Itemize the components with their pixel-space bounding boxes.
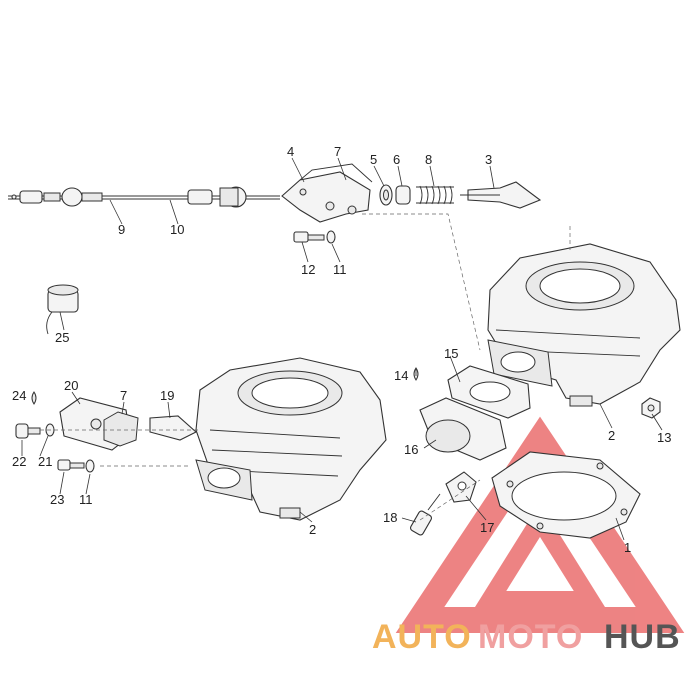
nut-13 — [641, 397, 661, 419]
valve-actuator-25 — [46, 284, 79, 335]
callout-labels: 1 2 2 3 4 5 6 7 7 8 9 10 11 11 12 13 14 … — [12, 144, 671, 555]
bolt-18 — [409, 493, 441, 536]
bracket-17 — [445, 471, 477, 503]
callout-11-top: 11 — [333, 262, 347, 277]
gasket-15 — [447, 365, 531, 419]
callout-18: 18 — [383, 510, 397, 525]
screw-22 — [15, 423, 41, 439]
callout-8: 8 — [425, 152, 432, 167]
callout-2-right: 2 — [608, 428, 615, 443]
watermark-moto: MOTO — [478, 618, 583, 656]
callout-19: 19 — [160, 388, 174, 403]
bolt-12 — [293, 230, 336, 244]
callout-1: 1 — [624, 540, 631, 555]
cylinder-right — [487, 243, 681, 407]
callout-3: 3 — [485, 152, 492, 167]
drop-24 — [31, 391, 37, 405]
callout-22: 22 — [12, 454, 26, 469]
callout-21: 21 — [38, 454, 52, 469]
exhaust-valve-housing — [281, 163, 373, 223]
callout-4: 4 — [287, 144, 294, 159]
callout-7-left: 7 — [120, 388, 127, 403]
callout-9: 9 — [118, 222, 125, 237]
callout-6: 6 — [393, 152, 400, 167]
gasket-7-left — [103, 411, 139, 447]
callout-13: 13 — [657, 430, 671, 445]
screw-23 — [57, 459, 85, 471]
watermark-hub: HUB — [604, 618, 681, 656]
valve-spring-assembly — [379, 181, 542, 209]
callout-15: 15 — [444, 346, 458, 361]
callout-11-bottom: 11 — [79, 492, 93, 507]
plate-19 — [149, 415, 197, 441]
callout-23: 23 — [50, 492, 64, 507]
throttle-cable — [8, 186, 280, 208]
callout-14: 14 — [394, 368, 408, 383]
cylinder-left — [195, 357, 387, 521]
exhaust-flange-16 — [419, 397, 507, 461]
callout-10: 10 — [170, 222, 184, 237]
callout-20: 20 — [64, 378, 78, 393]
callout-5: 5 — [370, 152, 377, 167]
base-gasket-1 — [491, 451, 641, 539]
washer-11 — [85, 459, 95, 473]
callout-17: 17 — [480, 520, 494, 535]
watermark-text: AUTO MOTO HUB — [372, 618, 681, 656]
callout-12: 12 — [301, 262, 315, 277]
watermark-auto: AUTO — [372, 618, 472, 656]
callout-24: 24 — [12, 388, 26, 403]
callout-2-left: 2 — [309, 522, 316, 537]
alignment-lines — [40, 213, 571, 521]
callout-7-top: 7 — [334, 144, 341, 159]
callout-16: 16 — [404, 442, 418, 457]
callout-25: 25 — [55, 330, 69, 345]
leader-lines — [21, 157, 663, 541]
